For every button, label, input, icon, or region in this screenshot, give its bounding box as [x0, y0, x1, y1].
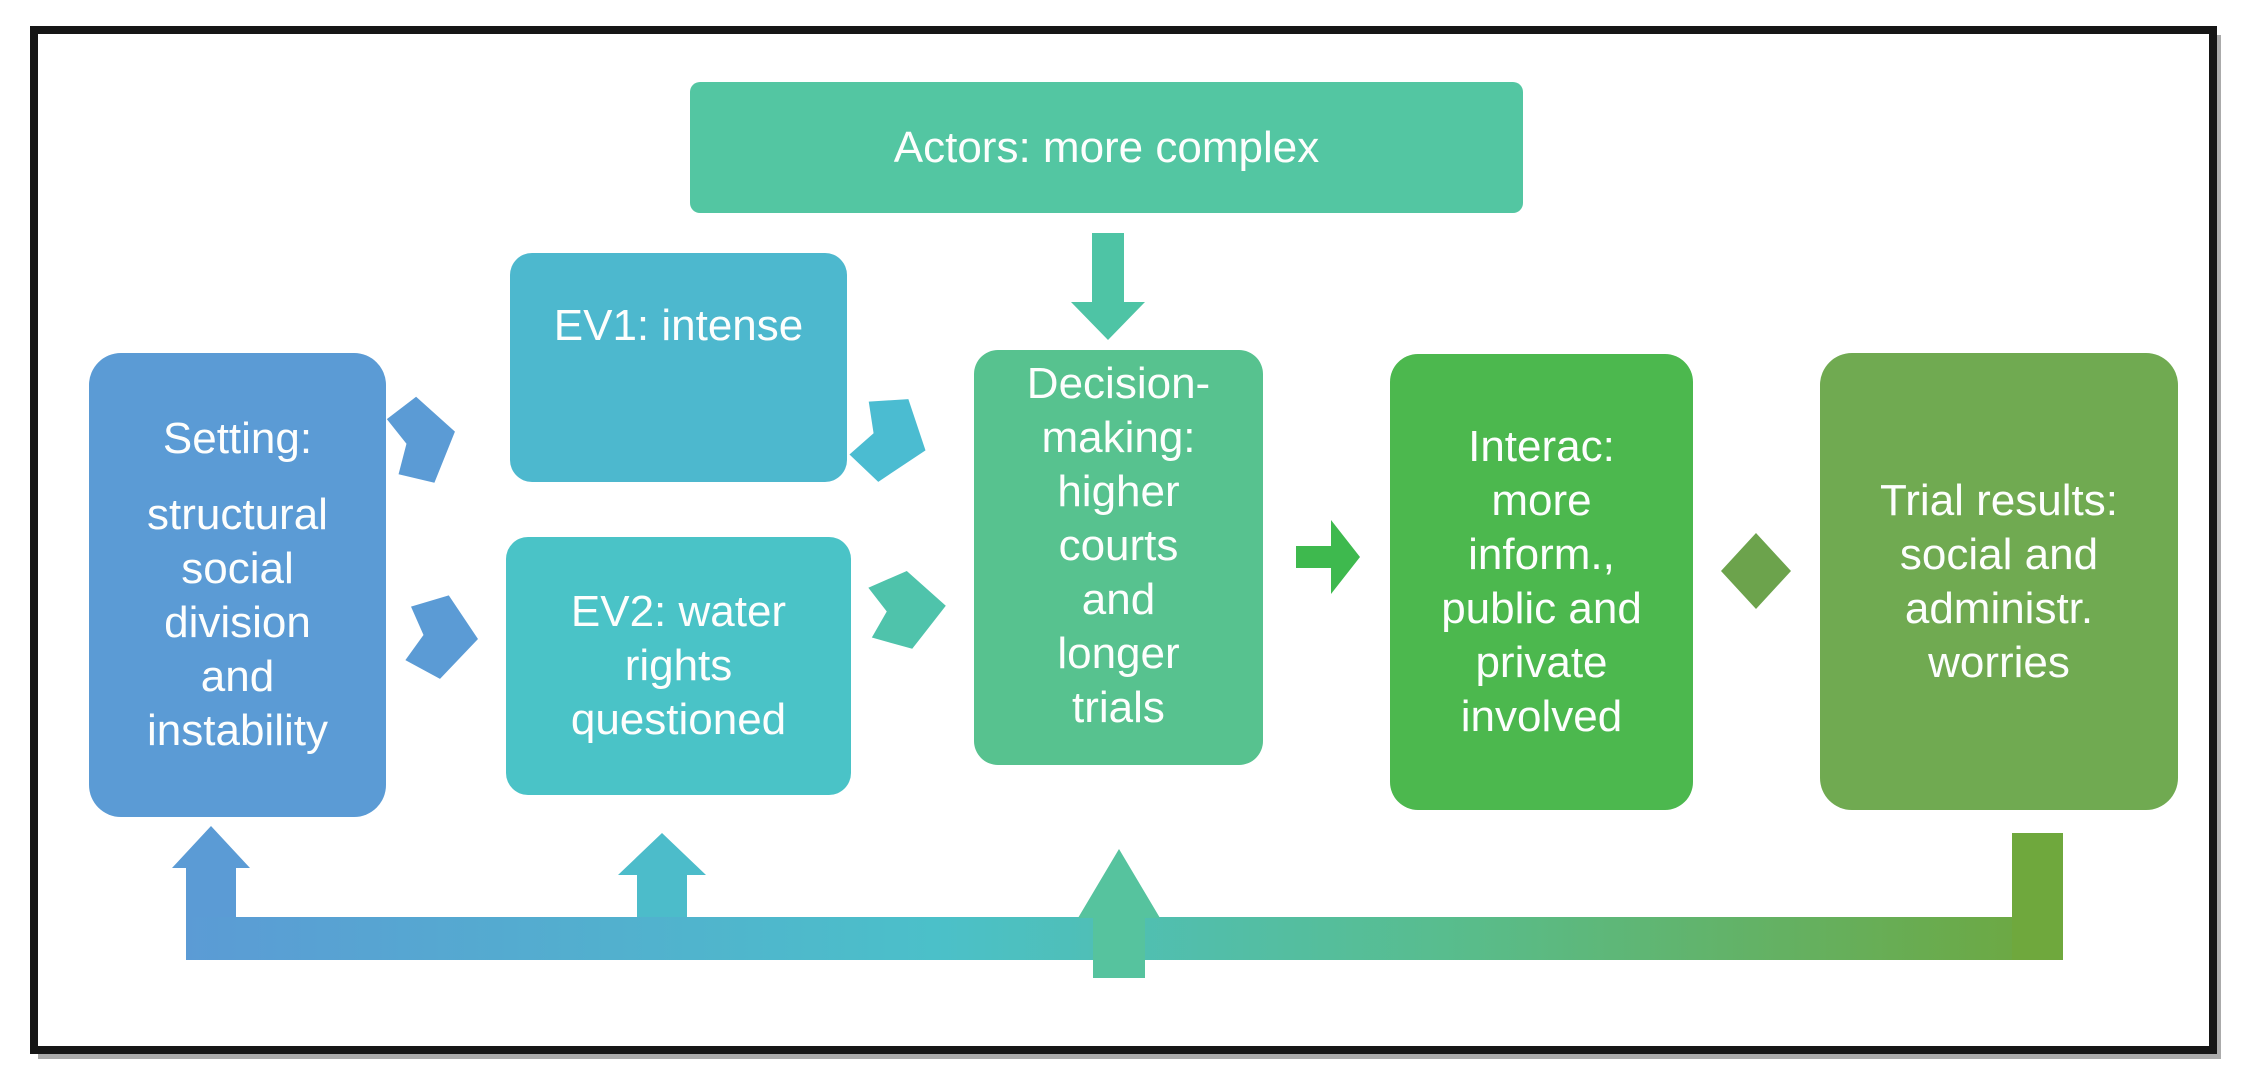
setting-box-body: structural social division and instabili… [147, 490, 328, 755]
setting-box-title: Setting: [162, 414, 313, 463]
decision-box: Decision- making: higher courts and long… [974, 350, 1263, 765]
feedback-up-arrow-to-ev2-icon [618, 833, 706, 917]
actors-box: Actors: more complex [690, 82, 1523, 213]
setting-box: Setting: structural social division and … [89, 353, 386, 817]
interac-box-label: Interac: more inform., public and privat… [1441, 422, 1642, 741]
ev1-box-label: EV1: intense [553, 301, 804, 350]
interac-box: Interac: more inform., public and privat… [1390, 354, 1693, 810]
ev2-box: EV2: water rights questioned [506, 537, 851, 795]
ev1-box: EV1: intense [510, 253, 847, 482]
feedback-elbow-from-trial [2012, 833, 2063, 960]
decision-box-label: Decision- making: higher courts and long… [1026, 359, 1211, 732]
trial-results-box-label: Trial results: social and administr. wor… [1880, 475, 2118, 687]
setting-to-ev1-arrow-shape [386, 396, 455, 483]
decision-to-interac-arrow-icon [1296, 520, 1360, 594]
ev2-to-decision-arrow-shape [868, 570, 946, 649]
feedback-up-arrow-to-setting-icon [172, 826, 250, 917]
trial-results-box: Trial results: social and administr. wor… [1820, 353, 2178, 810]
setting-to-ev1-arrow-icon [386, 396, 455, 483]
ev1-to-decision-arrow-icon [849, 399, 926, 482]
ev1-to-decision-arrow-shape [849, 399, 926, 482]
actors-to-decision-arrow-icon [1071, 233, 1145, 340]
interac-trial-diamond-icon [1721, 533, 1791, 609]
ev2-to-decision-arrow-icon [868, 570, 946, 649]
ev2-box-label: EV2: water rights questioned [570, 587, 787, 744]
actors-box-label: Actors: more complex [893, 122, 1320, 172]
feedback-up-arrow-to-decision-icon [1078, 849, 1160, 978]
setting-to-ev2-arrow-shape [405, 595, 478, 679]
setting-to-ev2-arrow-icon [405, 595, 478, 679]
